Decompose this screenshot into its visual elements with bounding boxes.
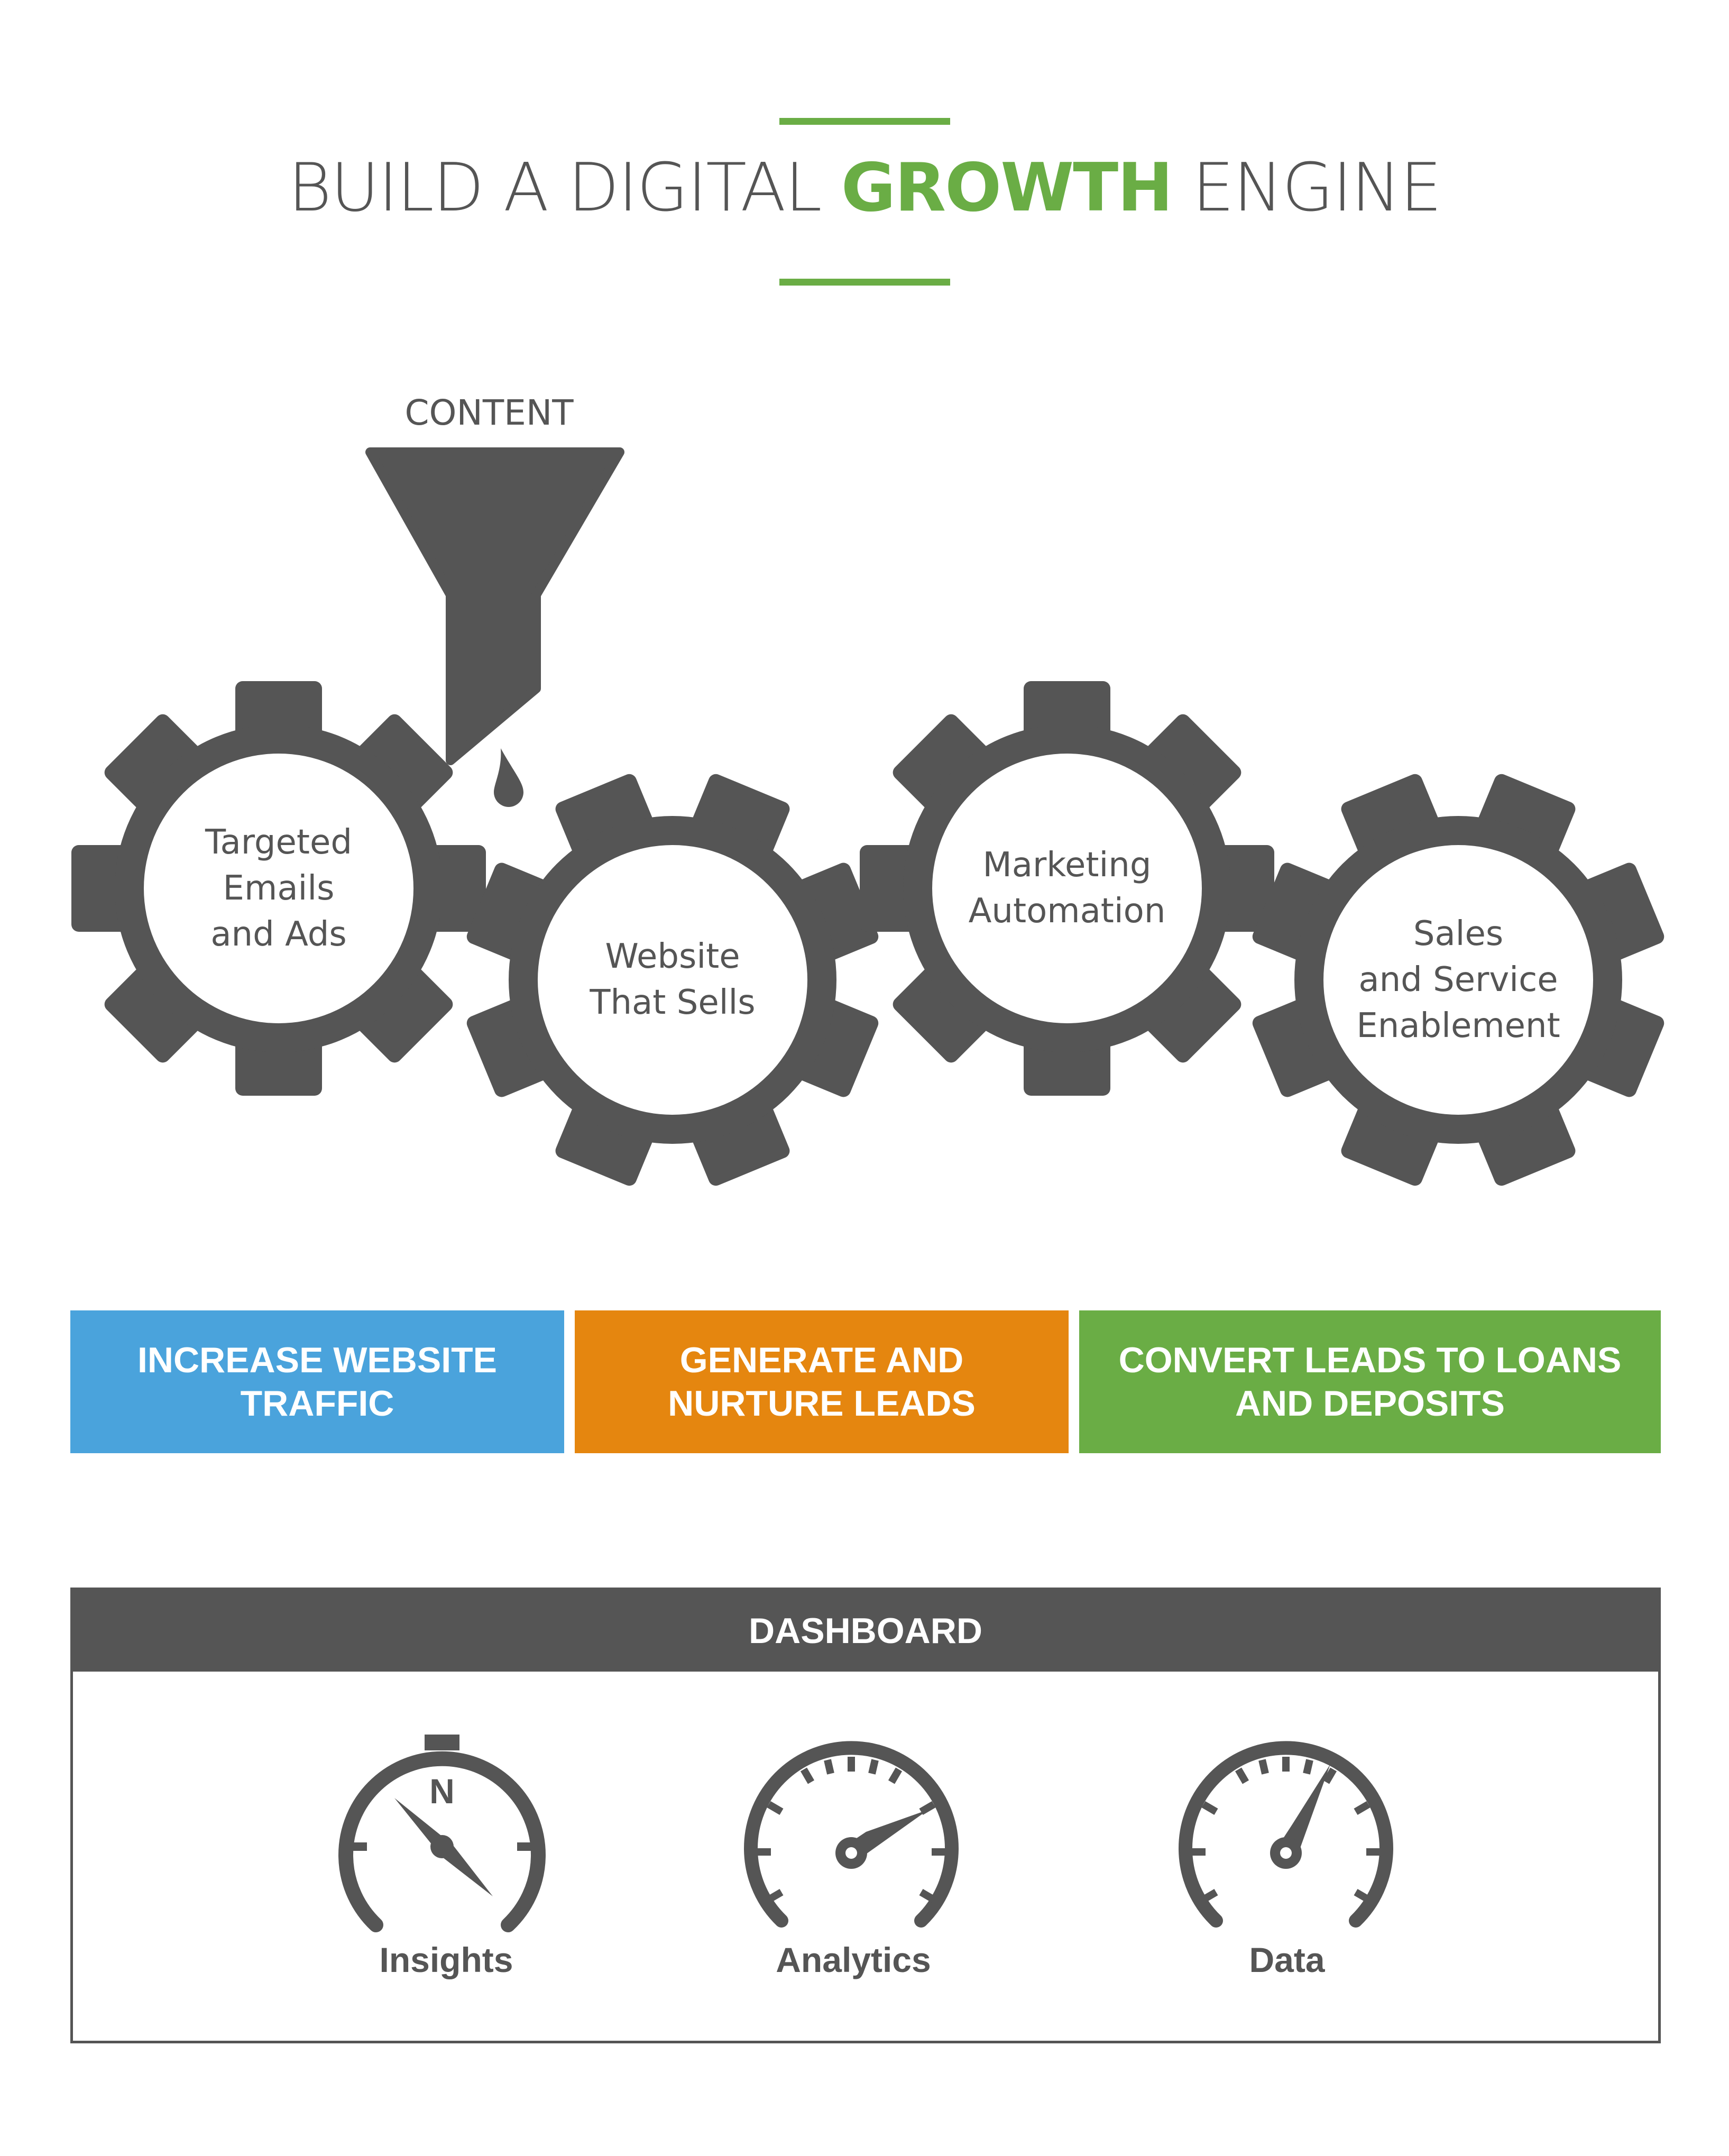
gear-center <box>144 754 413 1023</box>
title-rule-top <box>779 118 950 125</box>
gear-label-line: and Ads <box>210 914 347 954</box>
gear-label-line: Targeted <box>205 822 352 862</box>
gear-center <box>932 754 1202 1023</box>
analytics-label: Analytics <box>776 1940 931 1979</box>
compass-icon: N <box>338 1735 546 1932</box>
drop-icon <box>494 748 523 807</box>
content-label: CONTENT <box>404 392 574 433</box>
gear-label-line: Enablement <box>1356 1006 1560 1045</box>
gauge-icon <box>1179 1741 1393 1928</box>
gear-marketing-automation-icon <box>860 681 1274 1096</box>
gear-website-icon <box>466 774 879 1186</box>
stage-line: CONVERT LEADS TO LOANS <box>1118 1340 1622 1380</box>
stage-line: GENERATE AND <box>679 1340 964 1380</box>
gear-label-line: That Sells <box>590 983 756 1022</box>
dashboard-title: DASHBOARD <box>73 1590 1658 1672</box>
stage-line: AND DEPOSITS <box>1235 1383 1505 1424</box>
gear-label-line: Sales <box>1413 914 1504 953</box>
compass-letter: N <box>429 1772 455 1811</box>
gear-label-line: Marketing <box>982 846 1152 885</box>
dashboard-panel: DASHBOARD <box>70 1588 1661 2043</box>
page-title: BUILD A DIGITAL GROWTH ENGINE <box>0 154 1729 221</box>
gear-center <box>538 845 807 1115</box>
gear-label-line: and Service <box>1358 960 1558 999</box>
stage-line: TRAFFIC <box>240 1383 394 1424</box>
speedometer-icon <box>744 1741 959 1928</box>
insights-label: Insights <box>379 1940 513 1979</box>
stage-line: INCREASE WEBSITE <box>137 1340 498 1380</box>
gear-label-line: Automation <box>968 892 1166 931</box>
title-suffix: ENGINE <box>1172 149 1442 226</box>
stage-line: NURTURE LEADS <box>668 1383 976 1424</box>
gear-label-line: Website <box>605 937 740 976</box>
growth-engine-diagram <box>71 447 1664 1186</box>
gear-center <box>1323 845 1593 1115</box>
title-rule-bottom <box>779 279 950 286</box>
gear-sales-enablement-icon <box>1252 774 1664 1186</box>
title-highlight: GROWTH <box>841 149 1173 226</box>
title-prefix: BUILD A DIGITAL <box>288 149 841 226</box>
data-label: Data <box>1249 1940 1325 1979</box>
funnel-icon <box>365 447 624 765</box>
gear-label-line: Emails <box>223 868 335 908</box>
gear-targeted-emails-icon <box>71 681 486 1096</box>
